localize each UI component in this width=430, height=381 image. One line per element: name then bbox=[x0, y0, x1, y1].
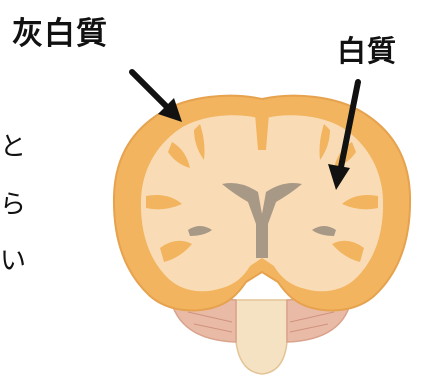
gray-matter-arrow bbox=[129, 69, 182, 122]
cut-off-text-fragment: ら bbox=[0, 190, 24, 220]
brainstem bbox=[235, 299, 288, 375]
white-matter-region bbox=[140, 115, 384, 292]
gray-matter-label: 灰白質 bbox=[12, 16, 108, 52]
sulci bbox=[146, 102, 378, 262]
white-matter-arrow bbox=[328, 79, 361, 190]
cerebellum-folia bbox=[187, 311, 335, 333]
ventricles bbox=[188, 183, 336, 258]
cut-off-text-fragment: と bbox=[0, 132, 24, 162]
cut-off-text-fragment: い bbox=[0, 246, 24, 276]
white-matter-label: 白質 bbox=[337, 34, 398, 68]
